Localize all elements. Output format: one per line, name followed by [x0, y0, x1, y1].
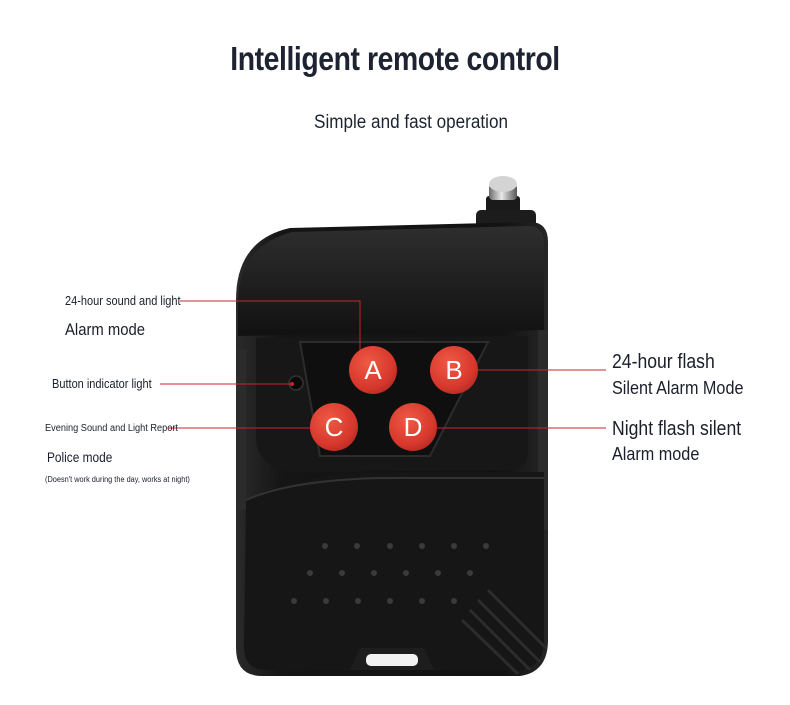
remote-button-d[interactable]: D [389, 403, 437, 451]
page-title: Intelligent remote control [230, 40, 560, 77]
callout-d-line1: Night flash silent [612, 418, 742, 440]
callout-c-line2: Police mode [47, 450, 113, 465]
remote-button-b[interactable]: B [430, 346, 478, 394]
callout-d-line2: Alarm mode [612, 444, 700, 464]
button-b-label: B [445, 354, 463, 385]
callout-c-line1: Evening Sound and Light Report [45, 423, 178, 434]
antenna-icon [476, 176, 536, 228]
callout-b-line1: 24-hour flash [612, 351, 715, 373]
callout-a-line2: Alarm mode [65, 321, 146, 339]
callout-c-note: (Doesn't work during the day, works at n… [45, 475, 190, 484]
remote-button-c[interactable]: C [310, 403, 358, 451]
keyring-loop-icon [350, 648, 434, 670]
callout-indicator-label: Button indicator light [52, 377, 152, 391]
indicator-led-icon [288, 375, 304, 391]
callout-a-line1: 24-hour sound and light [65, 294, 181, 308]
remote-button-a[interactable]: A [349, 346, 397, 394]
callout-b-line2: Silent Alarm Mode [612, 378, 744, 398]
remote-body [236, 222, 548, 676]
button-d-label: D [403, 411, 423, 442]
page-subtitle: Simple and fast operation [314, 112, 508, 133]
speaker-grille [291, 543, 489, 604]
button-c-label: C [324, 411, 344, 442]
button-a-label: A [364, 354, 382, 385]
